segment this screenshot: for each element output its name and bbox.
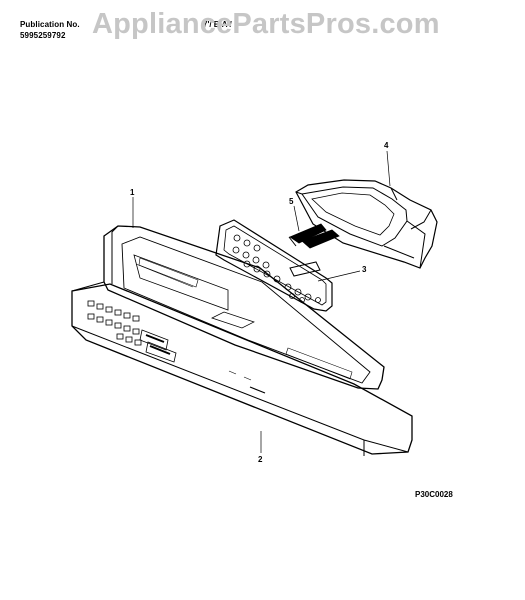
figure-code: P30C0028 bbox=[415, 490, 453, 499]
overlay-panel-part-2[interactable] bbox=[71, 283, 413, 456]
model-code: 7'/ B/A / bbox=[203, 20, 232, 29]
leader-lines bbox=[132, 150, 391, 453]
callout-1: 1 bbox=[130, 188, 135, 197]
ribbon-cable-part-5[interactable] bbox=[288, 223, 340, 249]
overlay-keypad-grid bbox=[87, 300, 177, 363]
callout-2: 2 bbox=[258, 455, 263, 464]
callout-5: 5 bbox=[289, 197, 294, 206]
callout-4: 4 bbox=[384, 141, 389, 150]
callout-3: 3 bbox=[362, 265, 367, 274]
publication-label: Publication No. bbox=[20, 20, 80, 29]
publication-number: 5995259792 bbox=[20, 31, 66, 40]
watermark: AppliancePartsPros.com bbox=[92, 8, 440, 40]
console-panel-part-1[interactable] bbox=[71, 225, 385, 390]
control-housing-part-4[interactable] bbox=[295, 179, 438, 269]
